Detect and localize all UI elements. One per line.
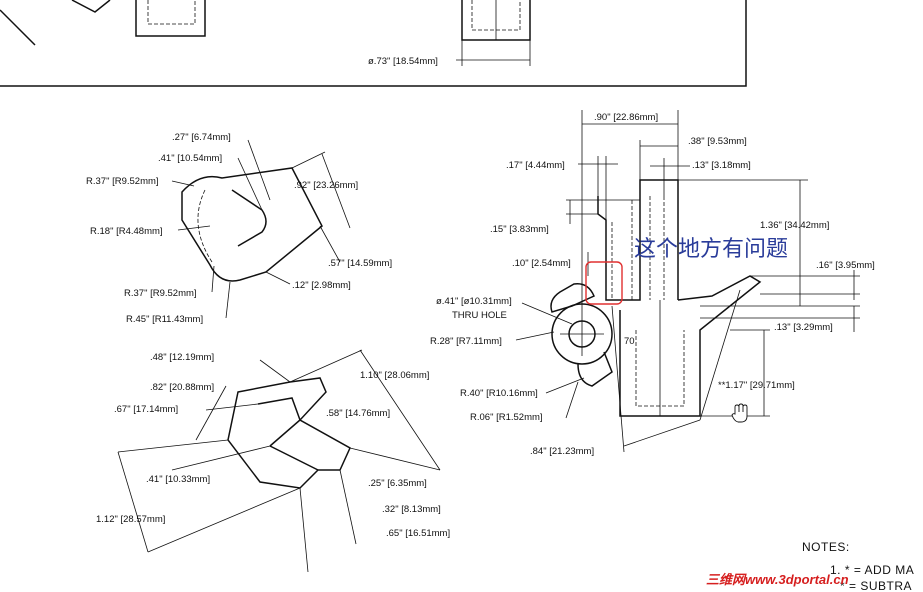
view-b-ext-2 xyxy=(259,359,291,383)
dim-015: .15" [3.83mm] xyxy=(490,224,549,235)
view-b-ext-7 xyxy=(299,487,309,573)
top-view-border xyxy=(0,0,747,87)
view-b-ext-8 xyxy=(339,469,357,545)
dim-70: 70 xyxy=(624,336,635,347)
notes-line-1: 1. * = ADD MA xyxy=(830,563,914,577)
dim-r045: R.45" [R11.43mm] xyxy=(126,314,203,325)
view-b-ext-9 xyxy=(171,445,271,471)
top-mid-part-hidden xyxy=(147,0,196,25)
view-b-part-outline xyxy=(227,377,351,489)
notes-title: NOTES: xyxy=(802,540,850,554)
dim-038: .38" [9.53mm] xyxy=(688,136,747,147)
view-b-dim-110 xyxy=(359,349,441,471)
view-a-ext-5 xyxy=(265,271,291,285)
annotation-text: 这个地方有问题 xyxy=(634,237,788,262)
view-c-leader-hole xyxy=(521,302,573,325)
dim-017: .17" [4.44mm] xyxy=(506,160,565,171)
dim-027: .27" [6.74mm] xyxy=(172,132,231,143)
view-c-lug-lower xyxy=(577,351,613,387)
dim-112: 1.12" [28.57mm] xyxy=(96,514,165,525)
dim-025: .25" [6.35mm] xyxy=(368,478,427,489)
view-c-diag-1 xyxy=(611,305,625,453)
view-c-dim-084 xyxy=(623,419,701,447)
dim-r040: R.40" [R10.16mm] xyxy=(460,388,538,399)
dim-065: .65" [16.51mm] xyxy=(386,528,450,539)
dim-r018: R.18" [R4.48mm] xyxy=(90,226,163,237)
dim-012: .12" [2.98mm] xyxy=(292,280,351,291)
view-b-dim-112 xyxy=(117,451,149,553)
dim-r037a: R.37" [R9.52mm] xyxy=(86,176,159,187)
view-b-ext-10 xyxy=(205,403,259,411)
dim-117: **1.17" [29.71mm] xyxy=(718,380,795,391)
view-c-leader-r040 xyxy=(545,377,585,394)
view-a-hidden-arc xyxy=(197,189,213,263)
dim-hole: ø.41" [ø10.31mm] xyxy=(436,296,512,307)
detail-view-c: .90" [22.86mm] .38" [9.53mm] .17" [4.44m… xyxy=(430,110,875,457)
view-c-lug-upper xyxy=(550,283,595,313)
dim-082: .82" [20.88mm] xyxy=(150,382,214,393)
view-a-dim-092 xyxy=(321,153,351,229)
top-left-part-outline xyxy=(71,0,111,13)
dim-084: .84" [21.23mm] xyxy=(530,446,594,457)
view-a-ext-4 xyxy=(319,225,341,263)
dim-090: .90" [22.86mm] xyxy=(594,112,658,123)
problem-area-marker xyxy=(585,261,623,305)
notes-line-2: * = SUBTRA xyxy=(840,579,912,592)
top-left-part-edge xyxy=(0,9,36,46)
dim-092: .92" [23.26mm] xyxy=(294,180,358,191)
detail-view-b: .48" [12.19mm] .82" [20.88mm] 1.10" [28.… xyxy=(96,349,450,573)
view-c-arm-outline xyxy=(597,179,679,301)
view-b-inner-2 xyxy=(269,445,319,471)
view-c-arm-hidden xyxy=(611,196,665,300)
view-b-ext-3 xyxy=(289,349,363,383)
dim-041b: .41" [10.33mm] xyxy=(146,474,210,485)
view-a-leader-r45 xyxy=(225,281,231,319)
dim-r028: R.28" [R7.11mm] xyxy=(430,336,502,347)
dim-110: 1.10" [28.06mm] xyxy=(360,370,429,381)
dim-057: .57" [14.59mm] xyxy=(328,258,392,269)
hand-cursor-icon xyxy=(731,403,748,423)
view-a-leader-r18 xyxy=(177,225,211,231)
dim-013b: .13" [3.29mm] xyxy=(774,322,833,333)
view-a-leader-r37a xyxy=(171,180,195,187)
view-c-flange xyxy=(619,275,762,417)
top-mid-part-outline xyxy=(135,0,206,37)
top-view: ø.73" [18.54mm] xyxy=(0,0,747,87)
dim-010: .10" [2.54mm] xyxy=(512,258,571,269)
detail-view-a: .27" [6.74mm] .41" [10.54mm] R.37" [R9.5… xyxy=(86,132,392,325)
watermark: 三维网www.3dportal.cn xyxy=(706,572,849,587)
view-c-leader-r006 xyxy=(565,381,579,419)
view-b-inner-1 xyxy=(257,397,301,447)
dim-041: .41" [10.54mm] xyxy=(158,153,222,164)
dim-r006: R.06" [R1.52mm] xyxy=(470,412,543,423)
dim-dia-073: ø.73" [18.54mm] xyxy=(368,56,438,67)
view-a-slot xyxy=(231,189,267,247)
dim-048: .48" [12.19mm] xyxy=(150,352,214,363)
view-a-ext-2 xyxy=(237,157,263,211)
dim-032: .32" [8.13mm] xyxy=(382,504,441,515)
view-a-ext-1 xyxy=(247,139,271,201)
dim-058: .58" [14.76mm] xyxy=(326,408,390,419)
dim-067: .67" [17.14mm] xyxy=(114,404,178,415)
dim-013a: .13" [3.18mm] xyxy=(692,160,751,171)
view-b-ext-5 xyxy=(117,439,229,453)
view-b-ext-1 xyxy=(195,385,227,441)
view-a-leader-r37b xyxy=(211,265,215,293)
view-a-ext-3 xyxy=(291,151,326,169)
view-b-ext-4 xyxy=(349,447,441,471)
view-b-ext-6 xyxy=(147,487,301,553)
dim-136: 1.36" [34.42mm] xyxy=(760,220,829,231)
view-c-leader-r028 xyxy=(515,331,555,341)
view-c-diag-2 xyxy=(699,289,741,421)
dim-016: .16" [3.95mm] xyxy=(816,260,875,271)
dim-hole-note: THRU HOLE xyxy=(452,310,507,321)
notes-block: NOTES: 1. * = ADD MA * = SUBTRA xyxy=(802,540,914,592)
dim-r037b: R.37" [R9.52mm] xyxy=(124,288,197,299)
